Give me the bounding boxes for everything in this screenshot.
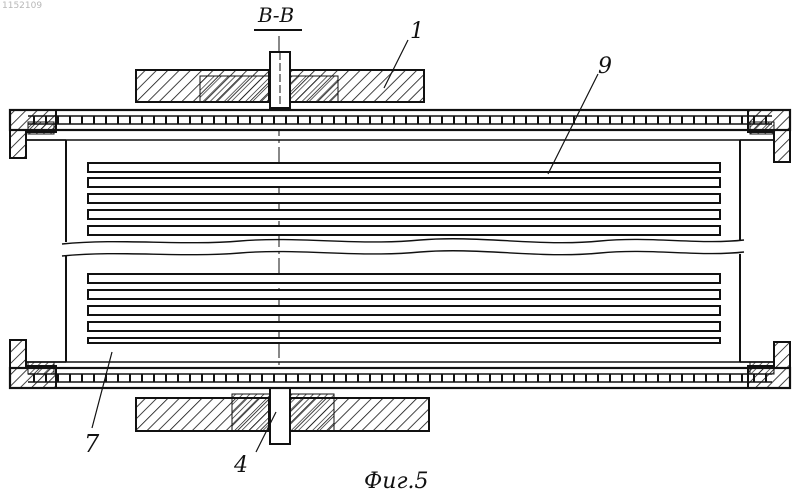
plate [88,290,720,299]
callout-label-4: 4 [233,453,248,478]
section-label: В-В [257,3,294,27]
plate [88,338,720,343]
callout-label-7: 7 [84,430,100,458]
break-line-upper [62,239,744,244]
plate [88,210,720,219]
break-line-lower [62,251,744,256]
housing-bottom-wall [10,368,790,388]
plate [88,178,720,187]
bottom-shaft [270,388,290,444]
plate [88,274,720,283]
plate [88,306,720,315]
plate [88,163,720,172]
housing-top-wall [10,110,790,130]
plate [88,194,720,203]
left-end-caps [10,110,56,388]
leader-7 [92,352,112,428]
callout-label-9: 9 [598,54,612,79]
figure-caption: Фиг.5 [364,469,429,494]
corner-mark: 1152109 [2,1,42,11]
callout-label-1: 1 [410,19,424,44]
right-end-caps [748,110,790,388]
plate [88,322,720,331]
plate [88,226,720,235]
